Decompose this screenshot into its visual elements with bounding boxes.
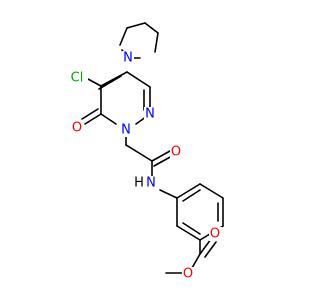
label-n-pyridazine-1: N <box>121 123 131 138</box>
label-n-pyridazine-2: N <box>145 107 155 122</box>
bond-ch2-co <box>125 144 153 162</box>
bond-ester-c-o <box>191 253 201 269</box>
bond-amide-co-1 <box>151 150 171 162</box>
bond-ring-carbonyl-2 <box>81 108 99 120</box>
atom-n-pyrrolidine: N <box>122 51 134 66</box>
atom-n-pyridazine-1: N <box>120 123 132 138</box>
atom-o-amide: O <box>170 145 183 160</box>
label-cl: Cl <box>71 71 84 86</box>
label-o-ester-ether: O <box>183 267 193 282</box>
atom-cl: Cl <box>66 71 88 86</box>
bond-amide-co-2 <box>153 155 173 167</box>
atom-o-ester-carbonyl: O <box>209 227 222 242</box>
atom-n-pyridazine-2: N <box>144 107 156 122</box>
bond-nh-phenyl <box>159 189 178 199</box>
molecule-diagram: N Cl O N N O N H O <box>66 22 224 282</box>
label-o-amide: O <box>171 145 181 160</box>
bond-ester-co-1 <box>199 238 212 255</box>
label-o-ester-carbonyl: O <box>210 227 220 242</box>
label-n-amide: N <box>146 176 156 191</box>
molecule-structure: N Cl O N N O N H O <box>66 22 224 282</box>
pyrrolidine-ring <box>119 22 159 53</box>
pyridazinone-ring <box>98 71 151 125</box>
bond-c-cl <box>85 77 102 87</box>
label-n-pyrrolidine: N <box>123 51 133 66</box>
label-o-ring: O <box>72 121 82 136</box>
atom-o-ester-ether: O <box>182 267 195 282</box>
label-h-amide: H <box>134 176 144 191</box>
bond-ester-co-2 <box>204 241 217 258</box>
atom-n-amide: N H <box>134 176 157 191</box>
benzene-ring <box>176 183 224 241</box>
atom-o-ring: O <box>70 121 83 136</box>
bond-ring-carbonyl-1 <box>84 113 102 125</box>
